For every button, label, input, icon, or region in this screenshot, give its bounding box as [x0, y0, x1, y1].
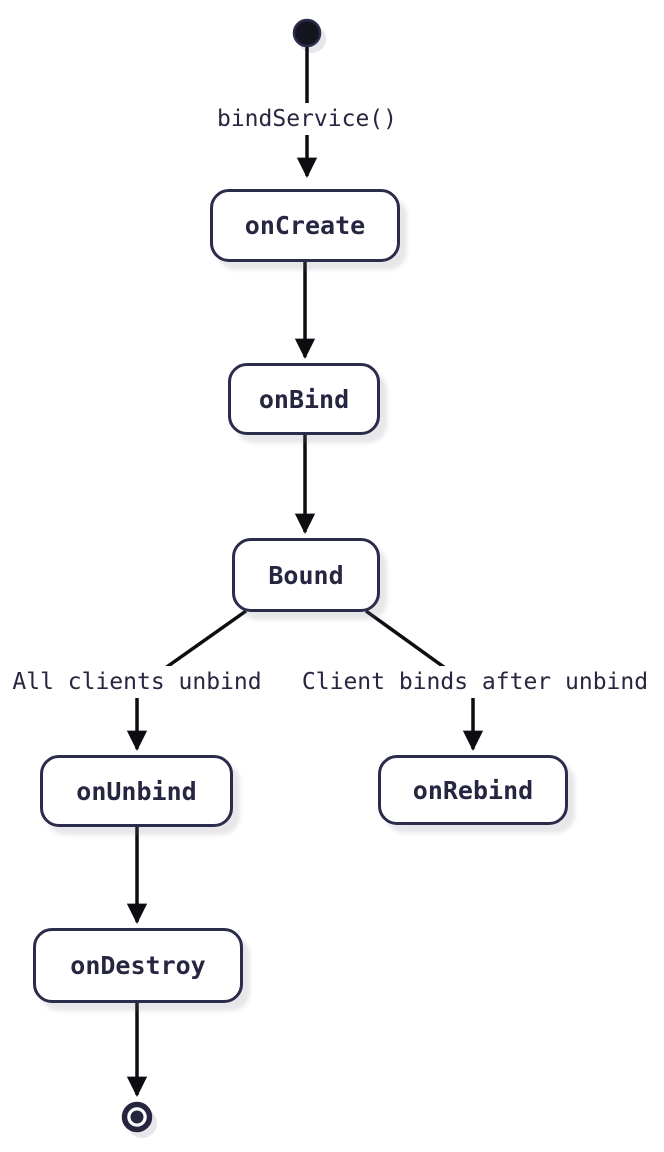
final-state-dot [130, 1110, 144, 1124]
state-node-onbind: onBind [228, 363, 380, 435]
edge-label-all-clients-unbind: All clients unbind [4, 666, 270, 698]
state-node-ondestroy-label: onDestroy [70, 951, 206, 980]
state-node-bound: Bound [232, 538, 380, 612]
final-state-icon [121, 1101, 157, 1138]
state-node-oncreate-label: onCreate [244, 211, 366, 240]
state-node-bound-label: Bound [268, 560, 344, 590]
state-node-ondestroy: onDestroy [33, 928, 243, 1003]
state-node-onbind-label: onBind [258, 384, 350, 414]
edge-label-bindservice: bindService() [208, 103, 406, 135]
state-node-oncreate: onCreate [210, 189, 400, 262]
state-node-onrebind: onRebind [378, 755, 568, 825]
edge-label-client-binds-after-unbind: Client binds after unbind [293, 666, 657, 698]
state-node-onunbind: onUnbind [40, 755, 233, 827]
state-node-onrebind-label: onRebind [412, 775, 534, 805]
initial-state-icon [292, 18, 326, 53]
state-node-onunbind-label: onUnbind [76, 776, 197, 806]
initial-state-dot [292, 18, 322, 48]
